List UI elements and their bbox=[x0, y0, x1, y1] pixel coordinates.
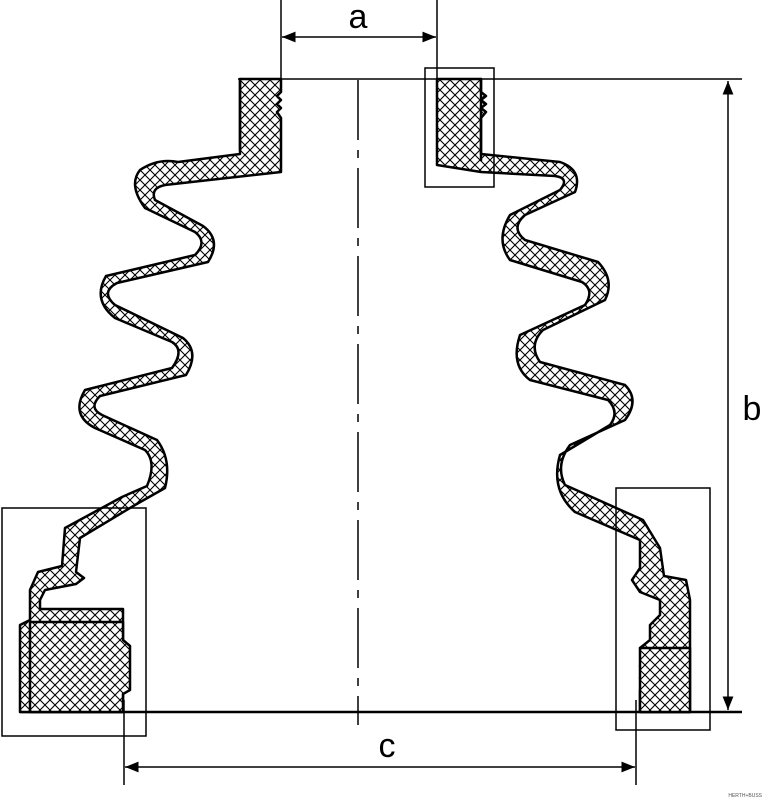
dimension-c-label: c bbox=[379, 727, 396, 765]
left-bellows-wall bbox=[18, 77, 283, 714]
dimension-a-label: a bbox=[349, 0, 368, 36]
dimension-a: a bbox=[280, 0, 438, 82]
dimension-b-label: b bbox=[743, 390, 762, 428]
detail-frame-bottom-right bbox=[615, 487, 711, 731]
right-bellows-wall bbox=[435, 77, 692, 714]
right-clamp-seat bbox=[638, 646, 692, 714]
dimension-c: c bbox=[123, 700, 637, 785]
left-clamp-seat bbox=[28, 620, 132, 714]
footer-code: HERTH+BUSS bbox=[728, 793, 762, 799]
dimension-b: b bbox=[722, 81, 762, 710]
detail-frame-top-right bbox=[424, 67, 495, 188]
detail-frame-bottom-left bbox=[1, 507, 147, 737]
